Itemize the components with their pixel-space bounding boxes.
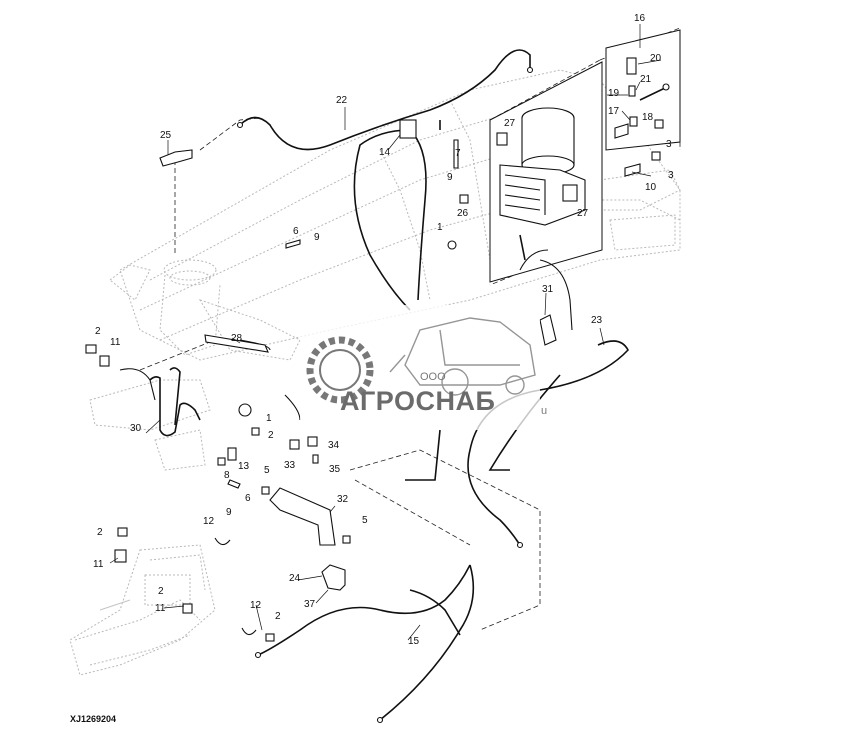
connector-27b (562, 184, 578, 202)
fitting-3b (651, 151, 661, 161)
leader-lines (109, 24, 662, 641)
control-unit-inset (489, 61, 603, 283)
clip-26 (459, 194, 469, 204)
callout-3: 3 (668, 170, 674, 181)
watermark-prefix: ООО (420, 371, 446, 383)
bolt-2c (265, 633, 275, 642)
fitting-17 (614, 123, 629, 139)
callout-2: 2 (158, 586, 164, 597)
callout-17: 17 (608, 106, 620, 117)
callout-2: 2 (97, 527, 103, 538)
callout-5: 5 (264, 465, 270, 476)
watermark-company-name: АГРОСНАБ (340, 386, 495, 416)
callout-5: 5 (362, 515, 368, 526)
callout-21: 21 (640, 74, 652, 85)
connector-25 (159, 149, 193, 167)
callout-6: 6 (245, 493, 251, 504)
callout-32: 32 (337, 494, 349, 505)
bolt-2d (251, 427, 260, 436)
callout-27: 27 (577, 208, 589, 219)
watermark-suffix: u (541, 405, 547, 417)
screw-5a (261, 486, 270, 495)
callout-9: 9 (226, 507, 232, 518)
bolt-2b (117, 527, 128, 537)
callout-11: 11 (93, 559, 104, 570)
clamp-11a (99, 355, 110, 367)
callout-19: 19 (608, 88, 620, 99)
callout-14: 14 (379, 147, 391, 158)
clip-33 (289, 439, 300, 450)
callout-3: 3 (666, 139, 672, 150)
callout-28: 28 (231, 333, 243, 344)
callout-16: 16 (634, 13, 646, 24)
callout-labels: 1 1 2 2 2 2 2 3 3 5 5 6 6 7 8 9 9 9 10 1… (93, 13, 674, 647)
callout-10: 10 (645, 182, 657, 193)
clamp-11c (182, 603, 193, 614)
clip-14 (399, 119, 417, 139)
callout-2: 2 (95, 326, 101, 337)
gear-icon (306, 336, 374, 404)
figure-id: XJ1269204 (70, 714, 116, 724)
callout-8: 8 (224, 470, 230, 481)
clip-34 (307, 436, 318, 447)
callout-20: 20 (650, 53, 662, 64)
callout-12: 12 (203, 516, 215, 527)
callout-1: 1 (437, 222, 443, 233)
sleeve-13 (227, 447, 237, 461)
nut-1b (238, 403, 252, 417)
nut-1 (447, 240, 457, 250)
small-parts (85, 66, 664, 724)
callout-34: 34 (328, 440, 340, 451)
bracket-28 (204, 334, 269, 353)
callout-22: 22 (336, 95, 348, 106)
callout-2: 2 (275, 611, 281, 622)
callout-6: 6 (293, 226, 299, 237)
callout-37: 37 (304, 599, 316, 610)
fitting-10 (624, 163, 641, 177)
clip-12a (214, 537, 231, 546)
callout-30: 30 (130, 423, 142, 434)
callout-11: 11 (110, 337, 121, 348)
callout-1: 1 (266, 413, 272, 424)
washer-8 (217, 457, 226, 466)
bracket-24 (321, 564, 346, 591)
callout-2: 2 (268, 430, 274, 441)
connector-27a (496, 132, 508, 146)
callout-15: 15 (408, 636, 420, 647)
callout-12: 12 (250, 600, 262, 611)
fitting-20 (626, 57, 637, 75)
callout-33: 33 (284, 460, 296, 471)
watermark: ООО АГРОСНАБ u (300, 305, 547, 430)
callout-9: 9 (447, 172, 453, 183)
clip-12b (241, 627, 257, 636)
clamp-11b (114, 549, 127, 563)
callout-9: 9 (314, 232, 320, 243)
screw-6 (285, 239, 301, 249)
bracket-32 (269, 487, 336, 546)
screw-6b (227, 479, 241, 489)
bolt-2a (85, 344, 97, 354)
callout-25: 25 (160, 130, 172, 141)
callout-11: 11 (155, 603, 166, 614)
fitting-3a (654, 119, 664, 129)
callout-35: 35 (329, 464, 341, 475)
sensor-31 (539, 314, 557, 346)
fitting-19 (628, 85, 636, 97)
harvester-icon (389, 317, 536, 396)
callout-7: 7 (455, 148, 461, 159)
screw-35 (312, 454, 319, 464)
callout-31: 31 (542, 284, 554, 295)
screw-5b (342, 535, 351, 544)
bolt-7 (453, 139, 459, 169)
callout-26: 26 (457, 208, 469, 219)
callout-13: 13 (238, 461, 250, 472)
callout-24: 24 (289, 573, 301, 584)
callout-23: 23 (591, 315, 603, 326)
fitting-18 (629, 116, 638, 127)
callout-18: 18 (642, 112, 654, 123)
callout-27: 27 (504, 118, 516, 129)
